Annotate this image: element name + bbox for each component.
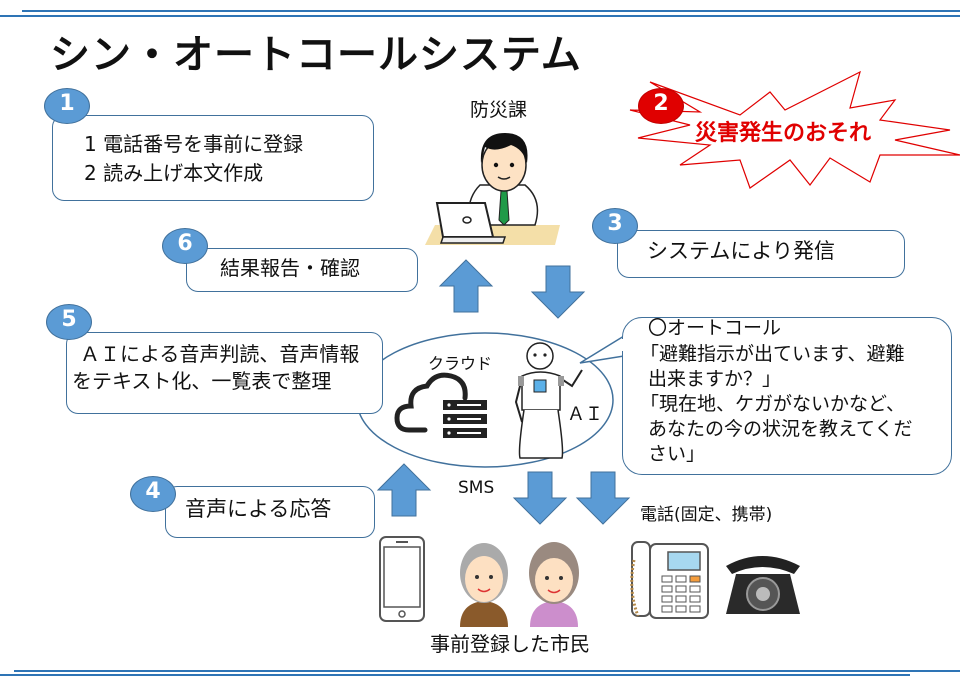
office-phone-icon bbox=[630, 541, 709, 619]
step-3-box bbox=[617, 230, 905, 278]
speech-bubble bbox=[622, 317, 952, 475]
alert-starburst bbox=[629, 70, 960, 189]
sms-label: SMS bbox=[458, 478, 495, 498]
step-5-box bbox=[66, 332, 383, 414]
speech-bubble-tail bbox=[579, 334, 625, 364]
step-4-text: 音声による応答 bbox=[185, 497, 332, 521]
arrow-up-response bbox=[376, 463, 432, 517]
person-at-laptop-icon bbox=[425, 133, 560, 245]
step-4-badge: 4 bbox=[130, 476, 176, 512]
citizens-label: 事前登録した市民 bbox=[430, 632, 590, 656]
speech-line-4: 「現在地、ケガがないかなど、 bbox=[640, 393, 906, 415]
alert-text: 災害発生のおそれ bbox=[695, 121, 872, 146]
step-1-line-1: 1 電話番号を事前に登録 bbox=[84, 132, 304, 156]
speech-line-1: 〇オートコール bbox=[648, 317, 782, 339]
bottom-rule bbox=[14, 670, 960, 672]
step-4-box bbox=[165, 486, 375, 538]
phone-label: 電話(固定、携帯) bbox=[640, 505, 773, 525]
arrow-down-sms bbox=[512, 471, 568, 525]
top-rule-2 bbox=[0, 15, 960, 17]
step-6-text: 結果報告・確認 bbox=[220, 256, 360, 280]
page-title: シン・オートコールシステム bbox=[50, 32, 582, 78]
speech-bubble-tail-cover bbox=[621, 339, 625, 351]
step-1-box bbox=[52, 115, 374, 201]
smartphone-icon bbox=[379, 536, 425, 622]
department-label: 防災課 bbox=[470, 99, 528, 121]
step-6-badge: 6 bbox=[162, 228, 208, 264]
arrow-down-dispatch bbox=[530, 265, 586, 319]
step-5-badge: 5 bbox=[46, 304, 92, 340]
elderly-couple-icon bbox=[460, 542, 579, 627]
speech-line-6: さい」 bbox=[648, 443, 706, 465]
speech-line-3: 出来ますか？」 bbox=[648, 368, 782, 390]
step-2-badge: 2 bbox=[638, 88, 684, 124]
step-1-badge: 1 bbox=[44, 88, 90, 124]
rotary-phone-icon bbox=[726, 556, 800, 614]
step-1-line-2: 2 読み上げ本文作成 bbox=[84, 161, 264, 185]
speech-line-5: あなたの今の状況を教えてくだ bbox=[648, 418, 913, 440]
ai-label: ＡＩ bbox=[567, 404, 603, 425]
cloud-label: クラウド bbox=[428, 354, 493, 373]
arrow-down-phone bbox=[575, 471, 631, 525]
robot-icon bbox=[514, 342, 583, 459]
top-rule bbox=[22, 10, 960, 12]
arrow-up-report bbox=[438, 259, 494, 313]
cloud-server-icon bbox=[394, 372, 487, 438]
step-3-badge: 3 bbox=[592, 208, 638, 244]
speech-line-2: 「避難指示が出ています、避難 bbox=[640, 343, 905, 365]
step-5-line-2: をテキスト化、一覧表で整理 bbox=[72, 369, 332, 393]
step-6-box bbox=[186, 248, 418, 292]
step-5-line-1: ＡＩによる音声判読、音声情報 bbox=[80, 342, 360, 366]
bottom-rule-2 bbox=[0, 674, 910, 676]
step-3-text: システムにより発信 bbox=[647, 239, 835, 263]
